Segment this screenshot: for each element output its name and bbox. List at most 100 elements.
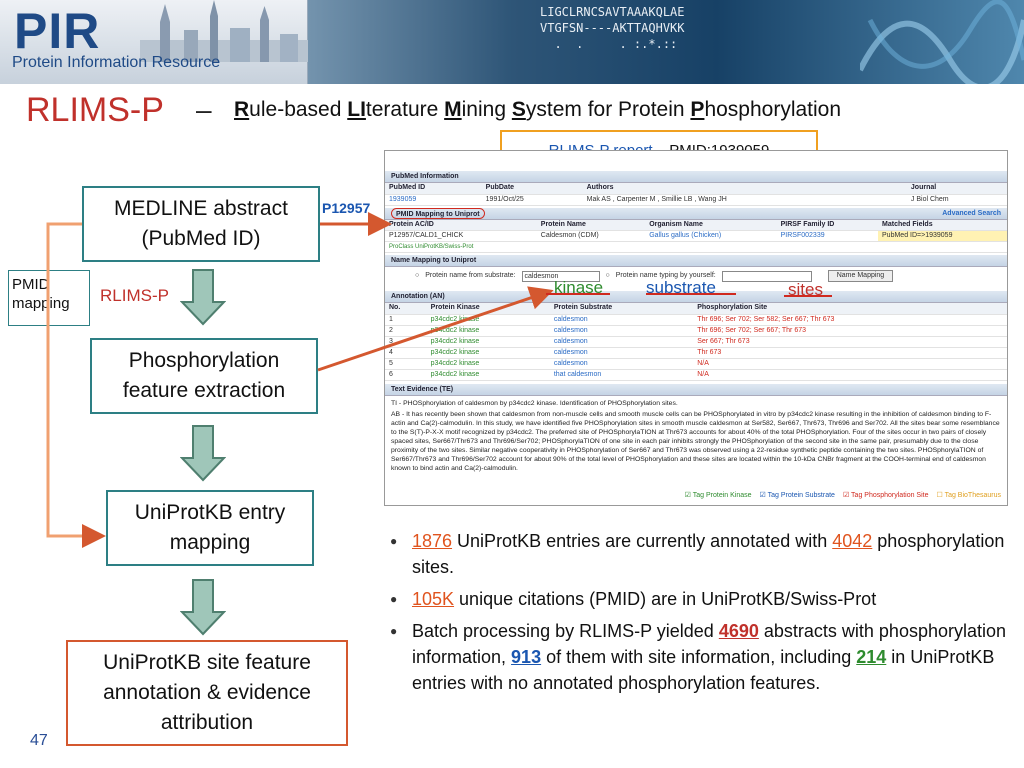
table-cell: p34cdc2 kinase xyxy=(426,358,550,370)
pmid-mapping-title: PMID Mapping to Uniprot xyxy=(391,207,485,219)
table-cell[interactable]: PIRSF002339 xyxy=(776,230,879,242)
table-cell: 6 xyxy=(385,369,427,381)
protein-id-label: P12957 xyxy=(322,200,371,216)
fact-item: 1876 UniProtKB entries are currently ann… xyxy=(390,528,1016,580)
tag-label: Tag Protein Kinase xyxy=(692,492,752,499)
subtitle-word: ule-based xyxy=(249,98,348,121)
checkbox-icon[interactable]: ☑ xyxy=(842,492,852,499)
fact-text: phosphorylation sites. xyxy=(412,531,1005,577)
table-cell: p34cdc2 kinase xyxy=(426,325,550,337)
fact-number: 1876 xyxy=(412,531,453,551)
subtitle-word: hosphorylation xyxy=(704,98,842,121)
table-cell: caldesmon xyxy=(549,358,694,370)
table-cell: that caldesmon xyxy=(549,369,694,381)
name-select[interactable]: caldesmon xyxy=(521,270,600,282)
table-cell: 3 xyxy=(385,336,427,348)
table-cell: 4 xyxy=(385,347,427,359)
sequence-line: LIGCLRNCSAVTAAAKQLAE xyxy=(540,5,685,19)
sequence-alignment: LIGCLRNCSAVTAAAKQLAE VTGFSN----AKTTAQHVKK… xyxy=(540,4,685,52)
evidence-abstract: AB - It has recently been shown that cal… xyxy=(391,410,1000,472)
column-header: Protein Kinase xyxy=(426,303,550,315)
column-header: Phosphorylation Site xyxy=(693,303,1007,315)
column-header: PubMed ID xyxy=(385,183,482,195)
table-cell: PubMed ID=>1939059 xyxy=(878,230,1007,242)
advanced-search-link[interactable]: Advanced Search xyxy=(942,209,1001,217)
phosphorylation-extraction-box: Phosphorylation feature extraction xyxy=(90,338,318,414)
helix-decoration-icon xyxy=(860,0,1024,84)
table-cell: Thr 696; Ser 702; Ser 667; Thr 673 xyxy=(693,325,1007,337)
uniprot-entry-mapping-box: UniProtKB entry mapping xyxy=(106,490,314,566)
pir-logo-panel[interactable]: PIR Protein Information Resource xyxy=(0,0,308,84)
page-number: 47 xyxy=(30,732,48,749)
fact-number: 105K xyxy=(412,589,455,609)
table-cell[interactable]: Gallus gallus (Chicken) xyxy=(645,230,777,242)
fact-text: unique citations (PMID) are in UniProtKB… xyxy=(454,589,877,609)
column-header: PIRSF Family ID xyxy=(776,219,879,231)
column-header: Protein Name xyxy=(536,219,646,231)
checkbox-icon[interactable]: ☑ xyxy=(759,492,768,499)
tag-option[interactable]: ☐ Tag BioThesaurus xyxy=(936,491,1001,501)
table-cell: Thr 696; Ser 702; Ser 582; Ser 667; Thr … xyxy=(693,314,1007,326)
fact-text: of them with site information, including xyxy=(541,647,857,667)
subtitle-word: ining xyxy=(461,98,512,121)
table-cell: Caldesmon (CDM) xyxy=(536,230,646,242)
name-option-substrate: Protein name from substrate: xyxy=(425,272,516,279)
table-cell: N/A xyxy=(693,369,1007,381)
checkbox-icon[interactable]: ☐ xyxy=(936,492,945,499)
pir-banner: PIR Protein Information Resource LIGCLRN… xyxy=(0,0,1024,84)
pubmed-info-header: PubMed Information xyxy=(385,171,1007,183)
table-cell: p34cdc2 kinase xyxy=(426,336,550,348)
tag-options: ☑ Tag Protein Kinase☑ Tag Protein Substr… xyxy=(685,491,1001,501)
pir-logo: PIR xyxy=(14,3,101,59)
sequence-line: VTGFSN----AKTTAQHVKK xyxy=(540,21,685,35)
table-cell: P12957/CALD1_CHICK xyxy=(385,230,537,242)
fact-text: in UniProtKB entries with no annotated p… xyxy=(412,647,995,693)
fact-item: 105K unique citations (PMID) are in UniP… xyxy=(390,586,1016,612)
kinase-callout: kinase xyxy=(554,278,604,297)
column-header: Protein AC/ID xyxy=(385,219,537,231)
table-cell: p34cdc2 kinase xyxy=(426,347,550,359)
text-evidence-header: Text Evidence (TE) xyxy=(385,383,1007,396)
column-header: No. xyxy=(385,303,427,315)
table-cell: caldesmon xyxy=(549,314,694,326)
fact-number: 913 xyxy=(511,647,542,667)
name-typing-input[interactable] xyxy=(721,270,812,282)
table-cell: caldesmon xyxy=(549,325,694,337)
down-arrow-icon xyxy=(180,269,226,326)
column-header: Journal xyxy=(906,183,1007,195)
checkbox-icon[interactable]: ☑ xyxy=(684,492,693,499)
fact-number: 214 xyxy=(856,647,887,667)
pmid-mapping-header: PMID Mapping to Uniprot Advanced Search xyxy=(385,207,1007,220)
table-cell[interactable]: 1939059 xyxy=(385,194,482,206)
substrate-callout: substrate xyxy=(646,278,716,297)
radio-substrate[interactable]: ○ xyxy=(415,272,420,279)
radio-typing[interactable]: ○ xyxy=(605,272,610,279)
table-cell: 1991/Oct/25 xyxy=(481,194,583,206)
name-mapping-button[interactable]: Name Mapping xyxy=(827,270,894,282)
name-mapping-row: ○ Protein name from substrate: caldesmon… xyxy=(385,267,1007,285)
down-arrow-icon xyxy=(180,425,226,482)
table-cell: caldesmon xyxy=(549,347,694,359)
tag-label: Tag Phosphorylation Site xyxy=(851,492,929,499)
pir-logo-subtitle: Protein Information Resource xyxy=(12,54,221,71)
table-cell: Ser 667; Thr 673 xyxy=(693,336,1007,348)
text-evidence: TI - PHOSphorylation of caldesmon by p34… xyxy=(385,396,1007,475)
table-cell: Mak AS , Carpenter M , Smillie LB , Wang… xyxy=(582,194,907,206)
tag-option[interactable]: ☑ Tag Phosphorylation Site xyxy=(843,491,929,501)
name-mapping-header: Name Mapping to Uniprot xyxy=(385,255,1007,267)
subtitle-initial: M xyxy=(444,98,462,121)
tag-option[interactable]: ☑ Tag Protein Kinase xyxy=(685,491,752,501)
fact-item: Batch processing by RLIMS-P yielded 4690… xyxy=(390,618,1016,696)
subtitle-initial: P xyxy=(690,98,705,121)
protein-sub-links[interactable]: ProClass UniProtKB/Swiss-Prot xyxy=(385,241,537,253)
tag-label: Tag Protein Substrate xyxy=(767,492,835,499)
pmid-mapping-label: PMID mapping xyxy=(8,270,90,326)
tag-option[interactable]: ☑ Tag Protein Substrate xyxy=(760,491,835,501)
tag-label: Tag BioThesaurus xyxy=(944,492,1001,499)
